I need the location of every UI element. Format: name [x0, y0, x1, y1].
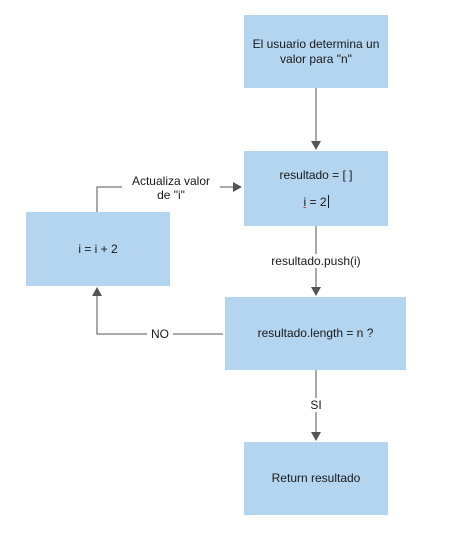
- edge-label-update: Actualiza valor de "i": [122, 174, 220, 202]
- edge-label-yes: SI: [306, 398, 326, 412]
- init-node: resultado = [ ] i = 2: [244, 151, 388, 226]
- init-node-line2: i = 2: [303, 194, 329, 210]
- start-node: El usuario determina un valor para "n": [244, 15, 388, 88]
- check-node-text: resultado.length = n ?: [257, 326, 374, 340]
- text-cursor: [327, 194, 329, 208]
- increment-node-text: i = i + 2: [78, 241, 118, 256]
- edge-label-update-line2: de "i": [157, 188, 185, 202]
- start-node-text: El usuario determina un valor para "n": [252, 36, 380, 66]
- edge-label-update-line1: Actualiza valor: [131, 174, 211, 188]
- edge-label-yes-text: SI: [310, 398, 322, 412]
- init-node-assign: = 2: [306, 194, 327, 209]
- edge-label-push: resultado.push(i): [262, 254, 370, 268]
- init-node-var: i: [303, 194, 307, 209]
- edge-check-to-increment: [92, 287, 223, 335]
- edge-label-push-text: resultado.push(i): [271, 254, 361, 268]
- end-node-text: Return resultado: [271, 471, 361, 485]
- check-node: resultado.length = n ?: [225, 297, 406, 370]
- end-node: Return resultado: [244, 442, 388, 515]
- edge-label-no-text: NO: [151, 327, 169, 341]
- increment-node: i = i + 2: [26, 212, 170, 286]
- edge-label-no: NO: [147, 327, 173, 341]
- init-node-line1: resultado = [ ]: [279, 167, 353, 182]
